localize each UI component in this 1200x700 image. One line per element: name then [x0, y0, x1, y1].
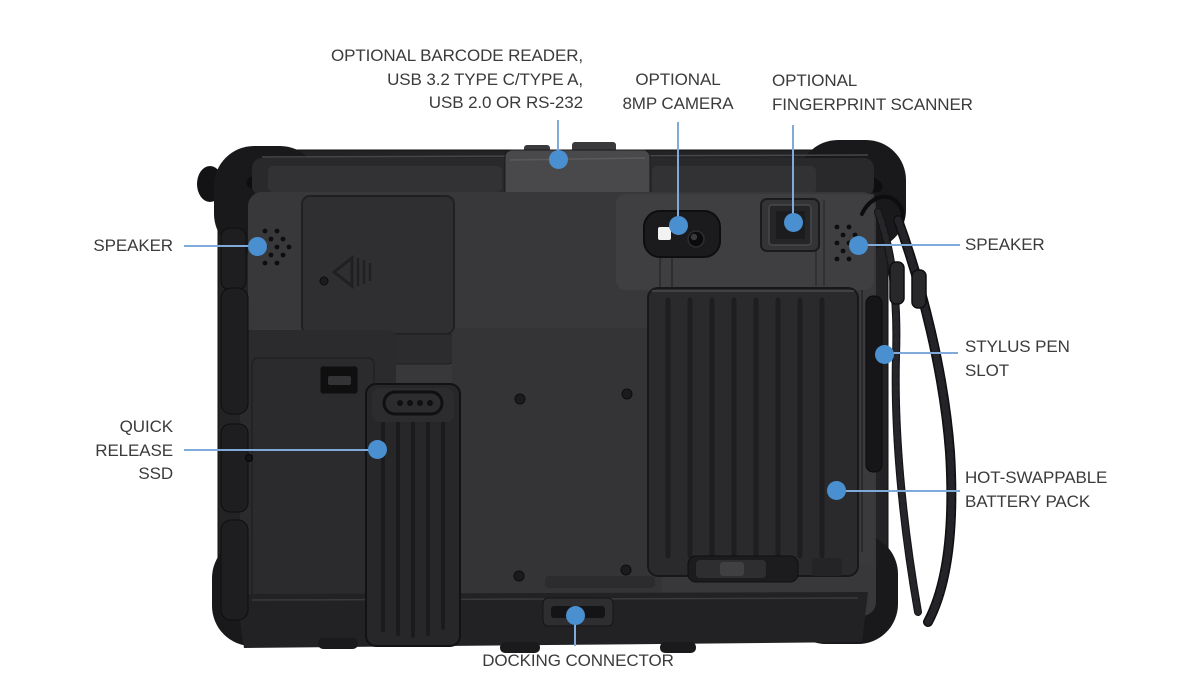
callout-line: [184, 449, 374, 451]
center-panel: [452, 328, 662, 618]
callout-label: OPTIONAL BARCODE READER, USB 3.2 TYPE C/…: [330, 46, 583, 112]
callout-dot: [248, 237, 267, 256]
left-edge-covers: [220, 227, 249, 621]
callout-line: [574, 622, 576, 646]
callout-label: DOCKING CONNECTOR: [482, 651, 674, 670]
screw: [245, 454, 253, 462]
expansion-port-cap: [504, 142, 651, 199]
callout-line: [838, 490, 960, 492]
hand-strap: [860, 194, 957, 627]
callout-dot: [827, 481, 846, 500]
battery-pack: [647, 287, 859, 583]
screw: [319, 276, 329, 286]
strap-sleeve: [911, 269, 927, 309]
callout-dot: [669, 216, 688, 235]
ssd-handle: [382, 390, 444, 416]
callout-dot: [368, 440, 387, 459]
callout-line: [860, 244, 960, 246]
eject-arrow: [331, 254, 354, 290]
strap-sleeve: [889, 261, 905, 305]
callout-dot: [566, 606, 585, 625]
stylus-slot: [865, 295, 883, 473]
callout-dot: [875, 345, 894, 364]
callout-label: QUICK RELEASE SSD: [95, 417, 173, 483]
ssd-module: [365, 383, 461, 647]
callout-dot: [549, 150, 568, 169]
callout-label: OPTIONAL FINGERPRINT SCANNER: [772, 71, 973, 114]
callout-label: SPEAKER: [965, 235, 1045, 254]
callout-label: STYLUS PEN SLOT: [965, 337, 1070, 380]
camera-flash: [658, 227, 671, 240]
callout-label: OPTIONAL 8MP CAMERA: [622, 70, 734, 113]
callout-line: [792, 125, 794, 217]
callout-line: [886, 352, 958, 354]
callout-line: [557, 120, 559, 154]
callout-line: [677, 122, 679, 220]
callout-label: SPEAKER: [93, 236, 173, 255]
callout-line: [184, 245, 254, 247]
callout-dot: [784, 213, 803, 232]
callout-dot: [849, 236, 868, 255]
callout-label: HOT-SWAPPABLE BATTERY PACK: [965, 468, 1108, 511]
